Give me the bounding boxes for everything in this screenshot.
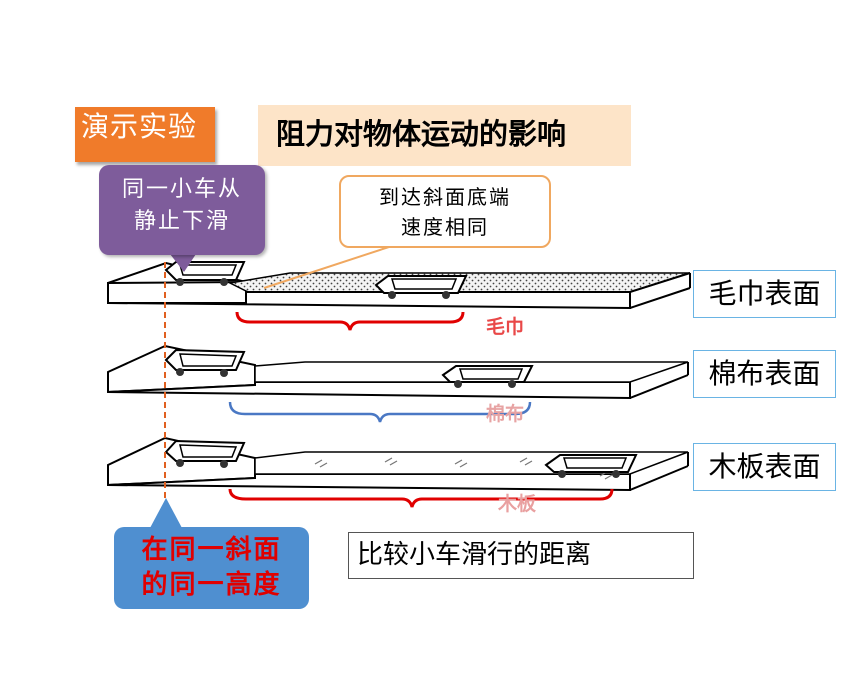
surface-tag-cotton: 棉布 xyxy=(486,403,525,425)
same-cart-line-2: 静止下滑 xyxy=(133,209,230,234)
board-wood xyxy=(107,436,689,492)
board-towel xyxy=(107,261,691,310)
surface-tag-wood: 木板 xyxy=(498,493,537,515)
same-speed-line-2: 速度相同 xyxy=(401,215,489,239)
surface-tag-towel: 毛巾 xyxy=(486,316,525,338)
same-speed-line-1: 到达斜面底端 xyxy=(379,185,511,209)
brace-wood xyxy=(228,488,614,508)
same-height-line-2: 的同一高度 xyxy=(141,570,282,600)
label-wood-surface: 木板表面 xyxy=(693,443,836,491)
same-cart-line-1: 同一小车从 xyxy=(121,177,242,202)
brace-cotton xyxy=(228,401,532,423)
label-towel-surface: 毛巾表面 xyxy=(693,270,836,318)
cart-wood-end xyxy=(544,454,638,478)
brace-towel xyxy=(235,311,465,331)
same-height-line-1: 在同一斜面 xyxy=(141,535,282,565)
same-speed-callout: 到达斜面底端 速度相同 xyxy=(339,175,551,248)
cart-towel-end xyxy=(374,275,468,299)
same-height-note: 在同一斜面 的同一高度 xyxy=(114,527,309,609)
cart-cotton-end xyxy=(441,365,534,388)
bubble-tail xyxy=(170,254,196,272)
same-cart-note: 同一小车从 静止下滑 xyxy=(99,165,265,255)
demo-experiment-tag: 演示实验 xyxy=(75,107,215,162)
cart-wood-start xyxy=(164,439,246,468)
cart-cotton-start xyxy=(164,348,246,377)
blue-bubble-tail xyxy=(150,498,182,528)
label-cotton-surface: 棉布表面 xyxy=(693,350,836,398)
callout-pointer xyxy=(263,245,393,289)
page-title: 阻力对物体运动的影响 xyxy=(258,105,631,166)
compare-distance-note: 比较小车滑行的距离 xyxy=(348,532,694,579)
